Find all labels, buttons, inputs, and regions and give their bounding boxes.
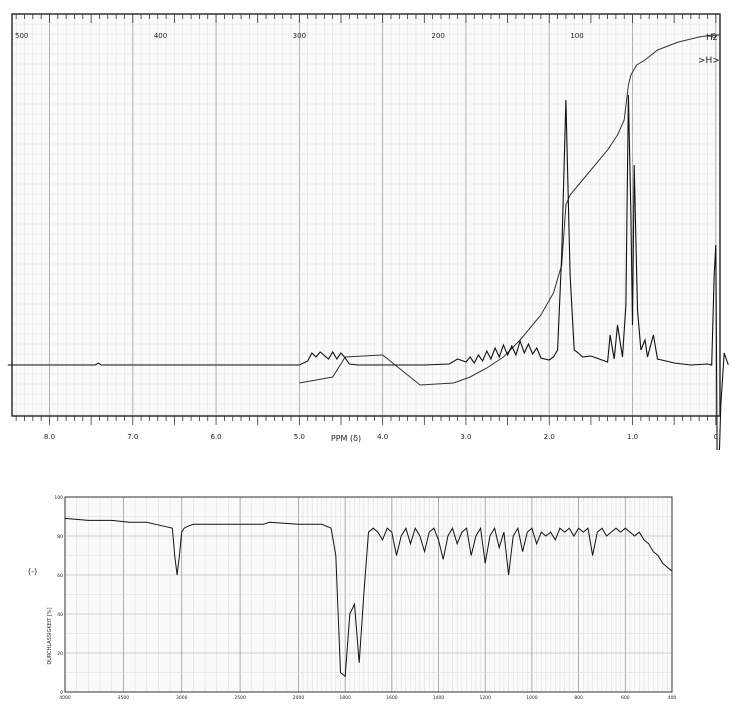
ir-frame xyxy=(64,496,673,693)
nmr-ppm-tick-label: 2.0 xyxy=(544,433,555,441)
ir-x-tick-label: 2500 xyxy=(234,695,246,701)
ir-spectrum-chart: (-) DURCHLASSIGKEIT [%] 0 20 40 60 80 100 400… xyxy=(28,495,676,701)
ir-left-margin-label: (-) xyxy=(28,567,37,576)
nmr-ppm-tick-label: 8.0 xyxy=(44,433,55,441)
nmr-hz-tick-labels: 500 400 300 200 100 0 xyxy=(15,32,716,40)
nmr-spectrum-trace xyxy=(7,94,729,450)
nmr-ppm-tick-label: 1.0 xyxy=(627,433,638,441)
nmr-ppm-tick-label: 6.0 xyxy=(211,433,222,441)
ir-x-tick-label: 4000 xyxy=(59,695,71,701)
nmr-x-axis-label: PPM (δ) xyxy=(331,434,361,443)
nmr-ppm-tick-label: 7.0 xyxy=(127,433,138,441)
ir-y-axis-label: DURCHLASSIGKEIT [%] xyxy=(47,607,53,664)
ir-transmittance-trace xyxy=(64,517,673,678)
ir-x-tick-labels: 4000 3500 3000 2500 2000 1800 1600 1400 1200 1000… xyxy=(59,695,676,701)
ir-x-tick-label: 1000 xyxy=(526,695,538,701)
nmr-ppm-tick-label: 3.0 xyxy=(460,433,471,441)
ir-x-tick-label: 1400 xyxy=(433,695,445,701)
nmr-ppm-tick-labels: 8.0 7.0 6.0 5.0 4.0 3.0 2.0 1.0 0 xyxy=(44,433,718,441)
ir-y-tick-label: 20 xyxy=(57,651,63,657)
ir-x-tick-label: 3000 xyxy=(176,695,188,701)
nmr-sweep-label: >H> xyxy=(698,56,720,66)
ir-x-tick-label: 1800 xyxy=(339,695,351,701)
ir-grid xyxy=(64,496,673,693)
nmr-ppm-tick-label: 5.0 xyxy=(294,433,305,441)
ir-x-tick-label: 1600 xyxy=(386,695,398,701)
nmr-spectrum-chart: 500 400 300 200 100 0 Hz >H> 8.0 7.0 6.0 5.0 4.0 3… xyxy=(7,13,729,450)
nmr-ppm-tick-label: 0 xyxy=(714,433,718,441)
ir-x-tick-label: 400 xyxy=(668,695,677,701)
ir-x-tick-label: 600 xyxy=(621,695,630,701)
ir-y-tick-label: 40 xyxy=(57,612,63,618)
ir-x-tick-label: 800 xyxy=(574,695,583,701)
nmr-grid xyxy=(12,14,720,416)
nmr-ppm-tick-label: 4.0 xyxy=(377,433,388,441)
nmr-hz-tick-label: 200 xyxy=(432,32,445,40)
nmr-hz-tick-label: 500 xyxy=(15,32,28,40)
nmr-tick-marks xyxy=(15,14,717,425)
nmr-hz-tick-label: 100 xyxy=(570,32,583,40)
ir-x-tick-label: 2000 xyxy=(293,695,305,701)
ir-y-tick-label: 60 xyxy=(57,573,63,579)
ir-y-tick-label: 80 xyxy=(57,534,63,540)
ir-x-tick-label: 3500 xyxy=(118,695,130,701)
ir-y-tick-label: 100 xyxy=(54,495,63,501)
nmr-hz-unit: Hz xyxy=(706,33,718,43)
nmr-hz-tick-label: 0 xyxy=(712,32,716,40)
nmr-hz-tick-label: 400 xyxy=(154,32,167,40)
ir-y-tick-labels: 0 20 40 60 80 100 xyxy=(54,495,63,696)
nmr-hz-tick-label: 300 xyxy=(293,32,306,40)
ir-y-tick-label: 0 xyxy=(60,690,63,696)
ir-x-tick-label: 1200 xyxy=(480,695,492,701)
